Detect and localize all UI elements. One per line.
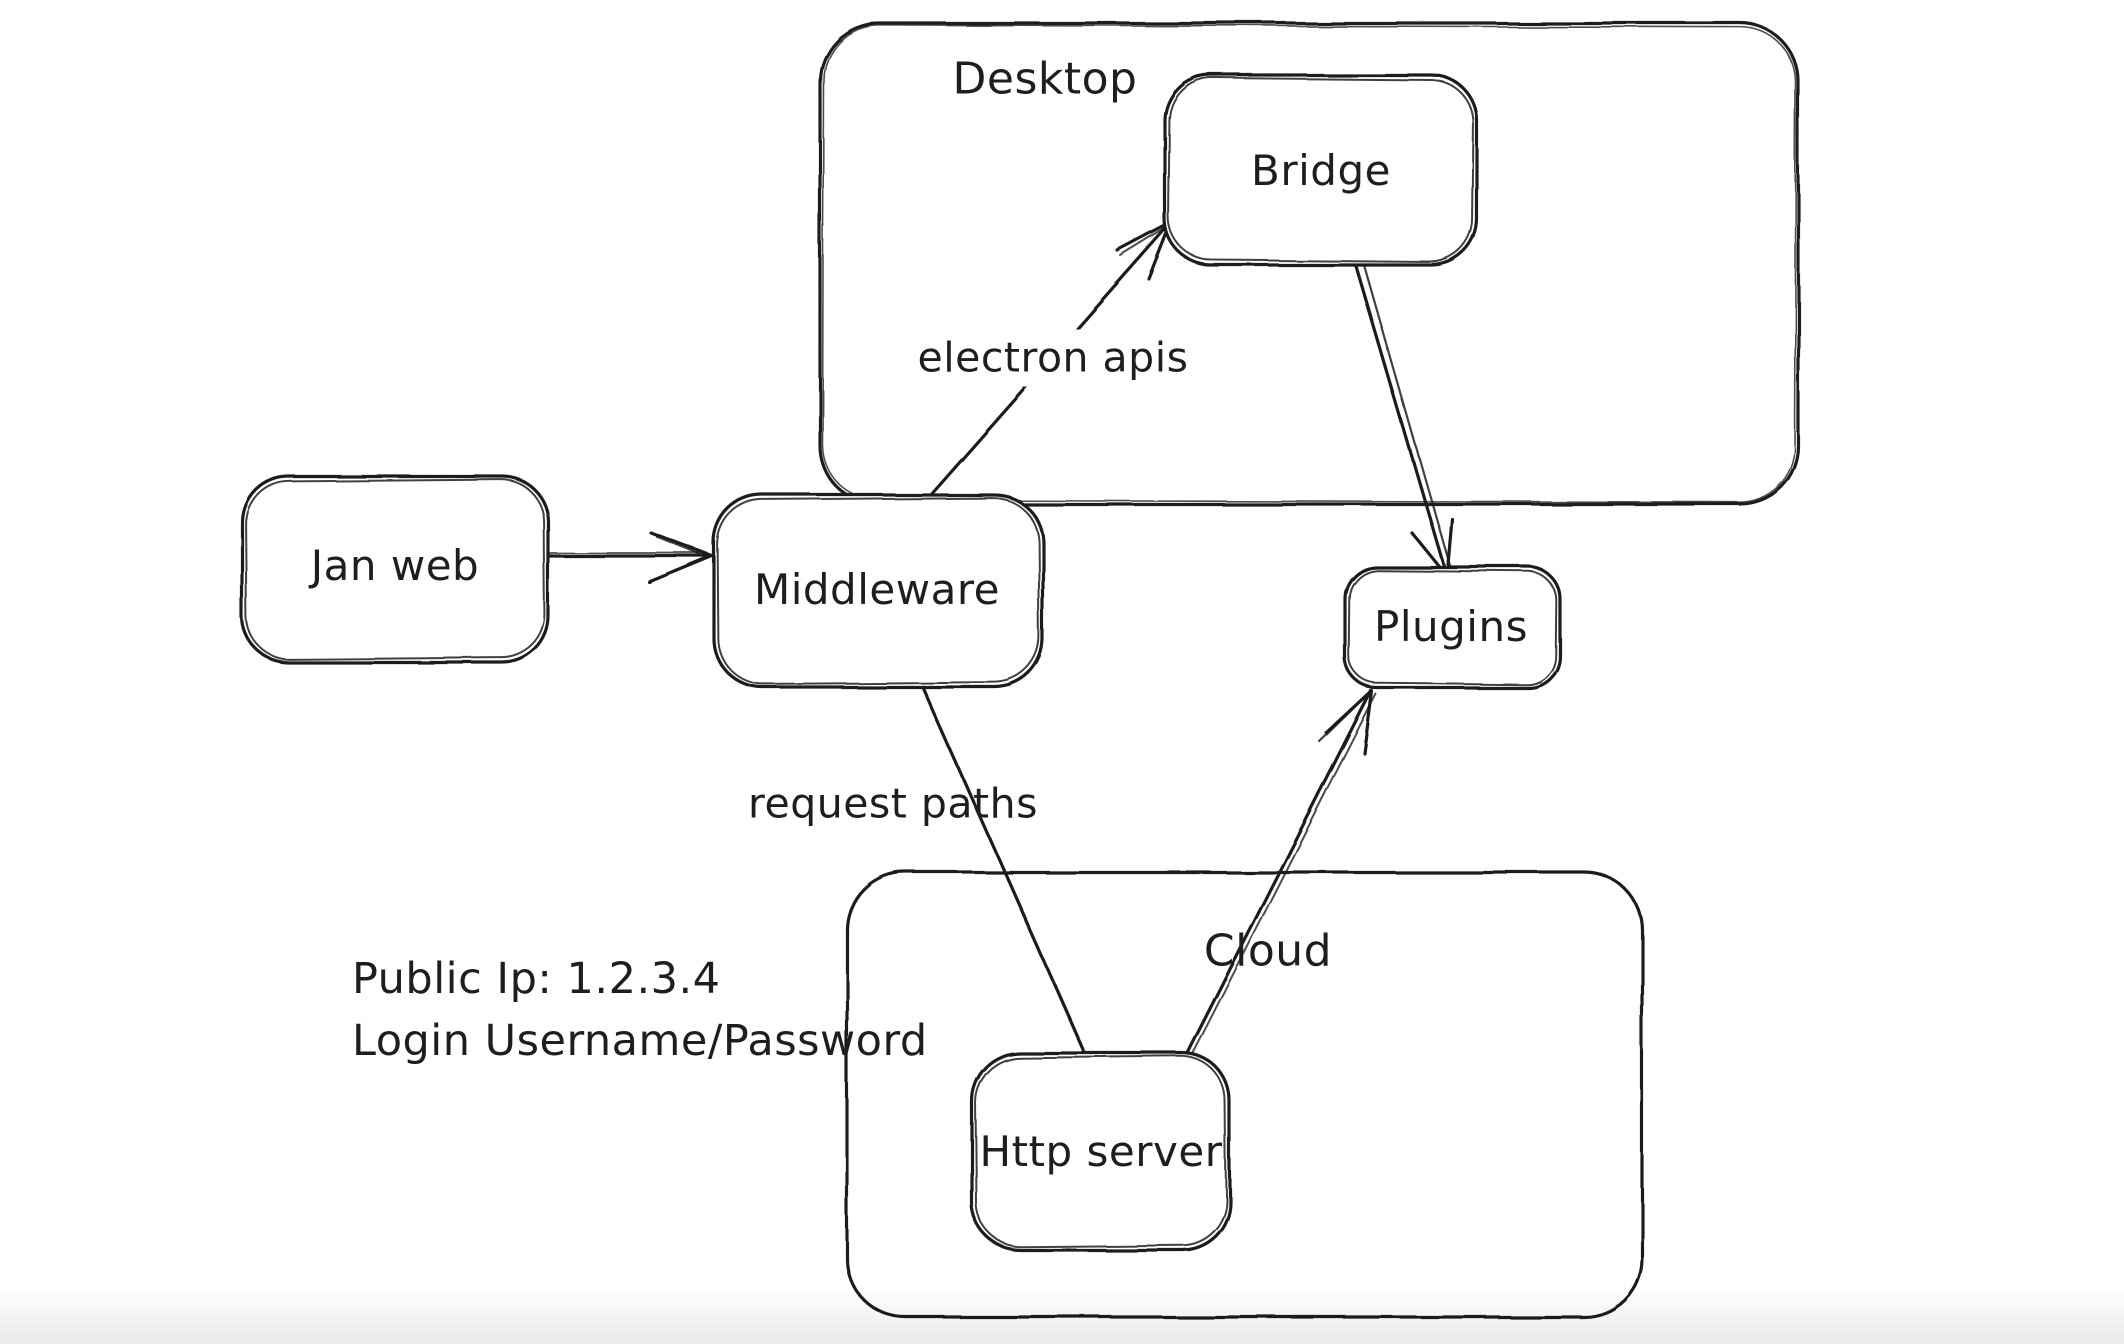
middleware-node <box>712 493 1045 689</box>
plugins-node-label: Plugins <box>1374 601 1528 651</box>
jan-web-node <box>240 474 550 664</box>
electron-apis-edge-label: electron apis <box>903 329 1203 387</box>
public-ip-note-line1: Public Ip: 1.2.3.4 <box>352 954 721 1004</box>
edge-httpserver-plugins <box>1185 689 1377 1056</box>
desktop-container-box <box>818 21 1800 506</box>
public-ip-note-line2: Login Username/Password <box>352 1016 928 1066</box>
bridge-node <box>1163 73 1479 267</box>
edge-bridge-plugins <box>1354 263 1454 578</box>
http-server-node-label: Http server <box>979 1126 1223 1176</box>
middleware-node-label: Middleware <box>753 564 1001 614</box>
public-ip-note: Public Ip: 1.2.3.4 Login Username/Passwo… <box>352 948 928 1072</box>
bridge-node-label: Bridge <box>1251 145 1391 195</box>
edge-middleware-httpserver <box>921 686 1087 1056</box>
request-paths-edge-label: request paths <box>748 779 1038 828</box>
cloud-container-box <box>845 870 1644 1319</box>
jan-web-node-label: Jan web <box>310 540 480 590</box>
edge-janweb-middleware <box>546 531 714 584</box>
http-server-node <box>970 1051 1232 1252</box>
cloud-container-label: Cloud <box>1203 925 1333 977</box>
plugins-node <box>1343 565 1562 690</box>
arrowhead-into-middleware <box>647 531 714 584</box>
desktop-container-label: Desktop <box>952 53 1138 105</box>
